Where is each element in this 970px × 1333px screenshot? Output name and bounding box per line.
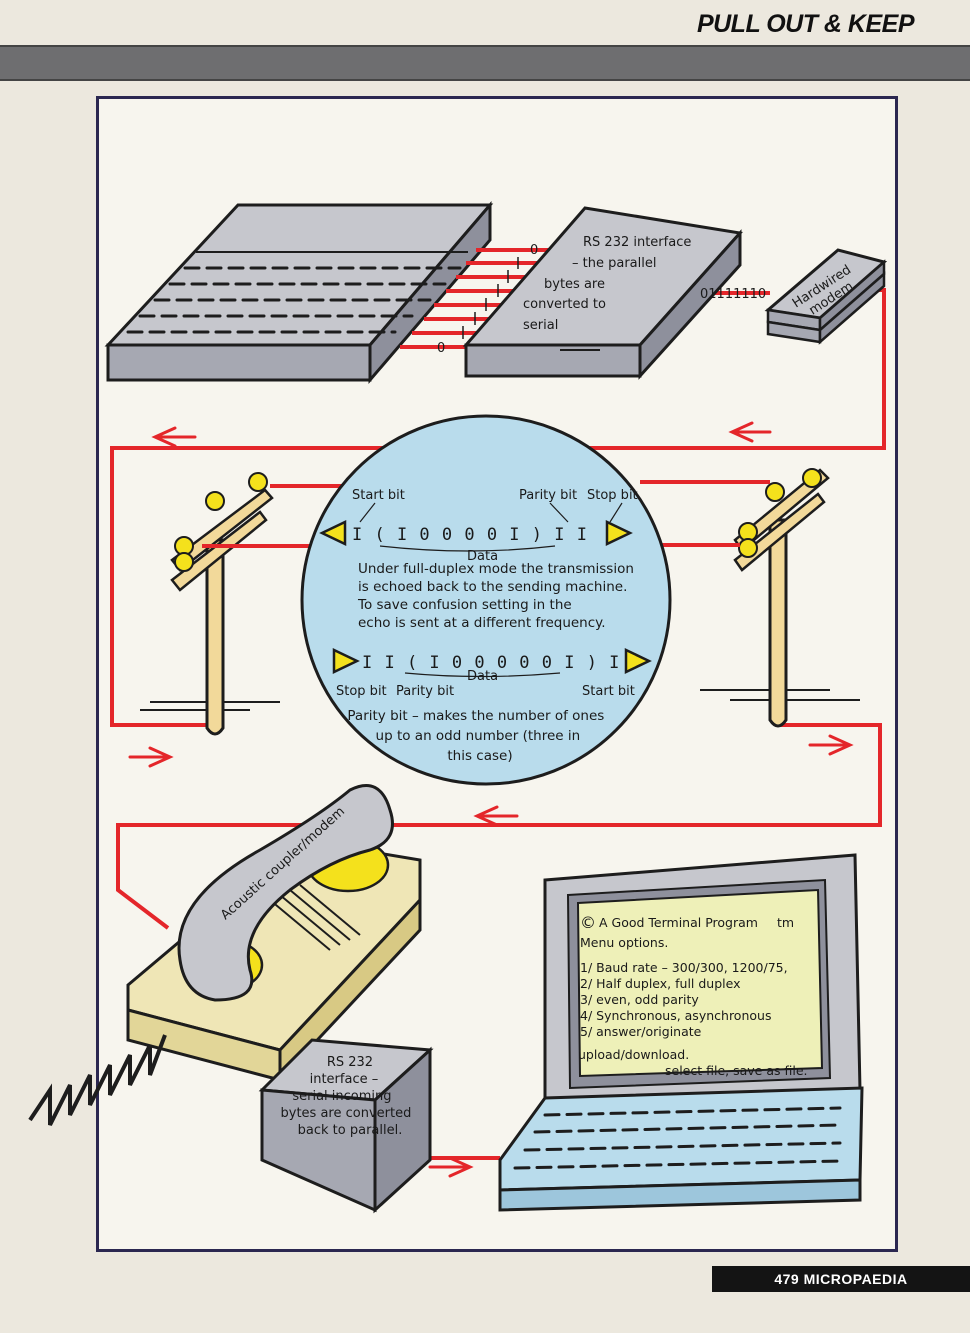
modem-icon [764,248,888,345]
terminal-select: select file, save as file. [665,1063,808,1078]
terminal-copyright: © [580,913,596,932]
acoustic-coupler-icon [126,784,422,1084]
arrow-right-icon-2 [624,648,652,674]
bit-ticks [462,257,519,339]
terminal-title: A Good Terminal Program [599,915,758,930]
stop-bit-label: Stop bit [587,488,638,503]
header-band [0,45,970,81]
arrow-left-icon-2 [605,520,633,546]
transmission-circle [300,414,672,786]
terminal-menu: Menu options. [580,935,668,950]
data-label-2: Data [467,669,498,684]
parity-note: Parity bit – makes the number of ones up… [347,708,608,764]
header-title: PULL OUT & KEEP [696,10,915,38]
bits-bottom: I I ( I 0 0 0 0 0 I ) I [362,653,620,673]
computer-icon [104,200,494,385]
bits-top: I ( I 0 0 0 0 I ) I I [352,525,588,545]
rs232-bottom-box [258,1038,434,1214]
rs232-bottom-text: RS 232 interface – serial incoming bytes… [281,1055,416,1138]
parallel-bit-top: 0 [530,243,538,258]
serial-stream: 01111110 [700,287,766,302]
arrow-left-icon [319,520,347,546]
start-bit-label-2: Start bit [582,684,635,699]
rs232-top-box [462,206,743,380]
echo-text: Under full-duplex mode the transmission … [357,561,638,631]
data-label: Data [467,549,498,564]
rs232-top-text: RS 232 interface – the parallel bytes ar… [523,235,695,333]
terminal-upload: upload/download. [578,1047,689,1062]
terminal-icon [498,853,864,1212]
pole-left-icon [140,472,350,736]
parity-bit-label-2: Parity bit [396,684,454,699]
parallel-bit-bottom: 0 [437,341,445,356]
arrow-right-icon [332,648,360,674]
parity-bit-label: Parity bit [519,488,577,503]
coil-cord-icon [28,1034,167,1126]
start-bit-label: Start bit [352,488,405,503]
bit-pointers [359,502,623,523]
stop-bit-label-2: Stop bit [336,684,387,699]
terminal-tm: tm [777,915,794,930]
pole-right-icon [640,468,860,728]
terminal-options: 1/ Baud rate – 300/300, 1200/75, 2/ Half… [580,960,792,1039]
page-footer: 479 MICROPAEDIA [712,1266,970,1292]
